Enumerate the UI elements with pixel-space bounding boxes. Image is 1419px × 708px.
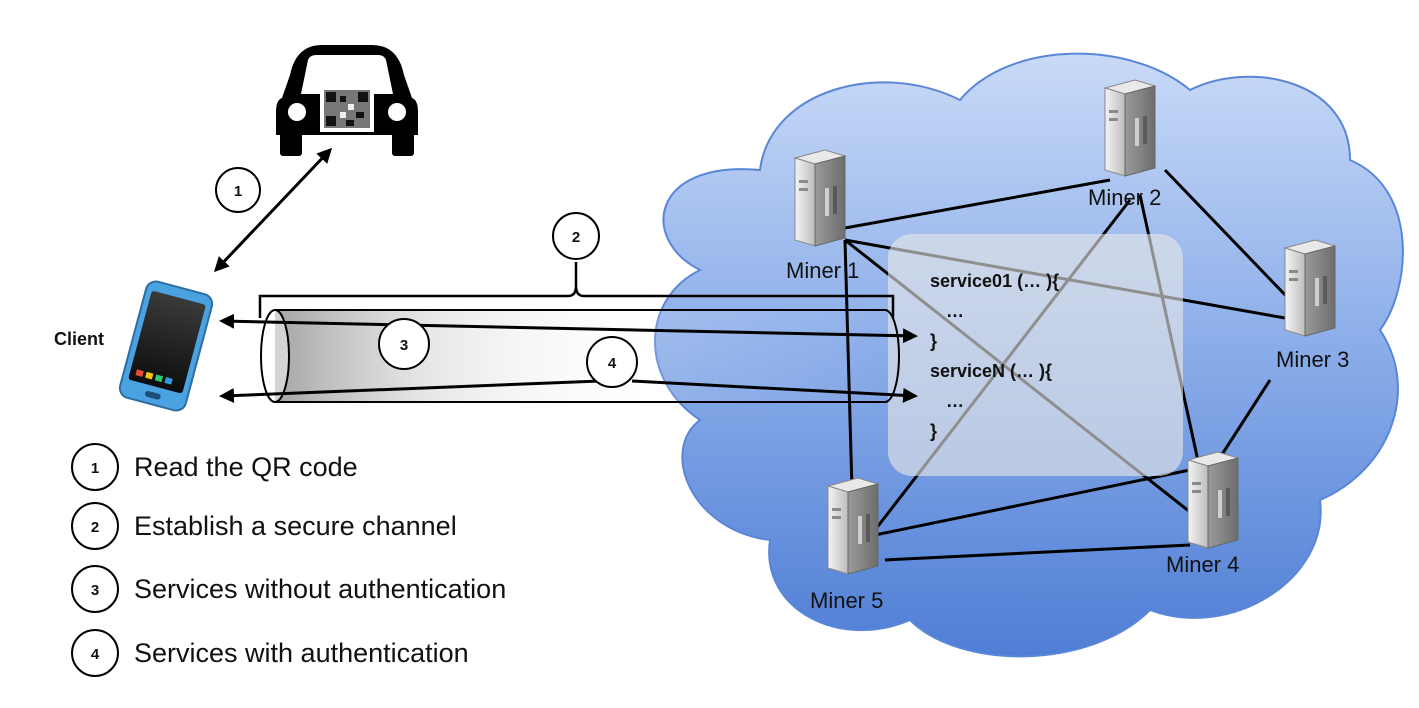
miner-4-label: Miner 4 <box>1166 552 1239 577</box>
code-line: … <box>946 301 964 321</box>
miner-2-label: Miner 2 <box>1088 185 1161 210</box>
legend-text: Establish a secure channel <box>134 511 457 541</box>
arrow-services-no-auth <box>219 313 918 344</box>
code-line: } <box>930 331 937 351</box>
legend-item: 1 Read the QR code <box>71 443 358 491</box>
step-marker-1: 1 <box>215 167 261 213</box>
server-icon <box>794 149 846 247</box>
legend-number: 1 <box>91 460 99 477</box>
svg-text:4: 4 <box>608 355 617 372</box>
code-line: service01 (… ){ <box>930 271 1059 291</box>
miner-1-label: Miner 1 <box>786 258 859 283</box>
server-icon <box>1284 239 1336 337</box>
channel-bracket <box>258 262 895 318</box>
miner-1: Miner 1 <box>786 149 859 283</box>
arrow-services-auth-right <box>631 379 918 403</box>
code-line: … <box>946 391 964 411</box>
code-panel: service01 (… ){ … } serviceN (… ){ … } <box>888 234 1183 476</box>
client-label: Client <box>54 329 104 349</box>
step-marker-4: 4 <box>586 336 638 388</box>
legend-text: Services without authentication <box>134 574 506 604</box>
svg-text:2: 2 <box>572 229 580 246</box>
miner-4: Miner 4 <box>1166 451 1239 577</box>
car-icon <box>276 45 418 156</box>
legend: 1 Read the QR code 2 Establish a secure … <box>71 443 506 677</box>
miner-5: Miner 5 <box>810 477 883 613</box>
legend-number: 4 <box>91 646 100 663</box>
miner-3: Miner 3 <box>1276 239 1349 372</box>
legend-text: Services with authentication <box>134 638 469 668</box>
legend-number: 2 <box>91 519 99 536</box>
svg-text:1: 1 <box>234 183 242 200</box>
arrow-services-auth-left <box>219 379 601 404</box>
smartphone-icon <box>118 280 214 412</box>
legend-item: 2 Establish a secure channel <box>71 502 457 550</box>
miner-3-label: Miner 3 <box>1276 347 1349 372</box>
code-line: serviceN (… ){ <box>930 361 1052 381</box>
miner-2: Miner 2 <box>1088 79 1161 210</box>
legend-text: Read the QR code <box>134 452 358 482</box>
legend-item: 3 Services without authentication <box>71 565 506 613</box>
qr-code-icon <box>320 86 374 132</box>
server-icon <box>1104 79 1156 177</box>
step-marker-2: 2 <box>552 212 600 260</box>
legend-item: 4 Services with authentication <box>71 629 469 677</box>
service-arrows <box>219 313 918 404</box>
legend-number: 3 <box>91 582 99 599</box>
arrow-read-qr <box>213 147 333 273</box>
server-icon <box>827 477 879 575</box>
miner-5-label: Miner 5 <box>810 588 883 613</box>
step-marker-3: 3 <box>378 318 430 370</box>
svg-text:3: 3 <box>400 337 408 354</box>
code-line: } <box>930 421 937 441</box>
server-icon <box>1187 451 1239 549</box>
